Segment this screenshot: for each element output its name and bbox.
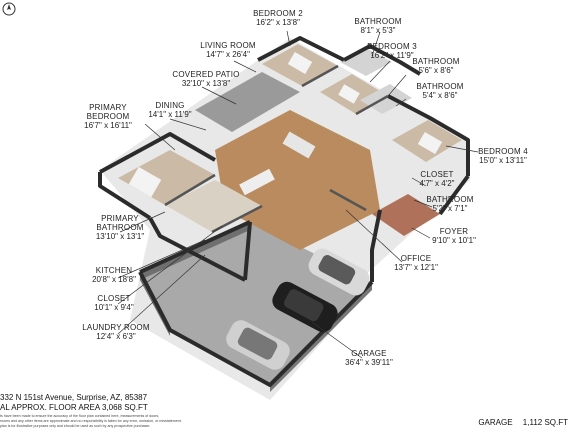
label-office: OFFICE 13'7" x 12'1" (386, 254, 446, 272)
room-name: BEDROOM 3 (367, 42, 417, 51)
room-name: BATHROOM (354, 17, 402, 26)
room-name: OFFICE (400, 254, 432, 263)
covered-patio-floor (195, 72, 300, 132)
room-dims: 4'7" x 4'2" (419, 179, 455, 189)
foyer-floor (372, 194, 440, 236)
garage-area-label: GARAGE (478, 418, 513, 427)
label-bathroom-2: BATHROOM 5'6" x 8'6" (406, 57, 466, 75)
total-area: AL APPROX. FLOOR AREA 3,068 SQ.FT (0, 403, 148, 412)
room-dims: 32'10" x 13'8" (181, 79, 231, 89)
room-name: BEDROOM 2 (253, 9, 303, 18)
room-name: GARAGE (351, 349, 387, 358)
walls (98, 36, 470, 387)
car-white-suv (308, 248, 370, 296)
room-dims: 10'1" x 9'4" (94, 303, 134, 313)
room-dims: 5'2" x 7'1" (432, 204, 468, 214)
room-dims: 16'2" x 11'9" (370, 51, 414, 61)
room-name: FOYER (439, 227, 469, 236)
label-bedroom-3: BEDROOM 3 16'2" x 11'9" (356, 42, 428, 60)
room-name: BEDROOM 4 (478, 147, 528, 156)
label-kitchen: KITCHEN 20'8" x 18'8" (84, 266, 144, 284)
label-bedroom-4: BEDROOM 4 15'0" x 13'11" (472, 147, 534, 165)
room-dims: 8'1" x 5'3" (360, 26, 396, 36)
label-bedroom-2: BEDROOM 2 16'2" x 13'8" (238, 9, 318, 27)
room-name: PRIMARY BATHROOM (96, 214, 144, 233)
room-dims: 5'4" x 8'6" (422, 91, 458, 101)
room-name: DINING (155, 101, 185, 110)
label-closet-2: CLOSET 10'1" x 9'4" (84, 294, 144, 312)
room-name: BATHROOM (412, 57, 460, 66)
bathroom-floor-2 (360, 84, 412, 114)
room-dims: 36'4" x 39'11" (345, 358, 393, 368)
room-dims: 5'6" x 8'6" (418, 66, 454, 76)
bed-4 (417, 131, 443, 155)
room-name: PRIMARY BEDROOM (86, 103, 130, 122)
disclaimer-line-3: plan is for illustrative purposes only a… (0, 424, 151, 428)
room-dims: 15'0" x 13'11" (479, 156, 527, 166)
label-bathroom-3: BATHROOM 5'4" x 8'6" (410, 82, 470, 100)
room-name: LAUNDRY ROOM (82, 323, 150, 332)
primary-bathroom-floor (165, 180, 262, 232)
address: 332 N 151st Avenue, Surprise, AZ, 85387 (0, 393, 148, 402)
bed-primary (128, 166, 162, 198)
room-dims: 14'1" x 11'9" (148, 110, 192, 120)
label-laundry-room: LAUNDRY ROOM 12'4" x 6'3" (80, 323, 152, 341)
label-foyer: FOYER 9'10" x 10'1" (424, 227, 484, 245)
garage-area-value: 1,112 SQ.FT (522, 418, 568, 427)
bed-2 (287, 51, 313, 75)
label-dining: DINING 14'1" x 11'9" (138, 101, 202, 119)
label-bathroom-4: BATHROOM 5'2" x 7'1" (420, 195, 480, 213)
label-covered-patio: COVERED PATIO 32'10" x 13'8" (162, 70, 250, 88)
room-name: CLOSET (97, 294, 131, 303)
label-primary-bedroom: PRIMARY BEDROOM 16'7" x 16'11" (76, 103, 140, 131)
kitchen-island (239, 168, 275, 196)
label-bathroom-1: BATHROOM 8'1" x 5'3" (346, 17, 410, 35)
sofa (282, 131, 316, 159)
leader-lines (117, 30, 479, 359)
disclaimer-line-1: ts have been made to ensure the accuracy… (0, 414, 160, 418)
compass-icon (2, 2, 16, 16)
car-silver-suv (226, 320, 290, 370)
room-dims: 12'4" x 6'3" (96, 332, 136, 342)
room-name: COVERED PATIO (172, 70, 240, 79)
label-closet-1: CLOSET 4'7" x 4'2" (408, 170, 466, 188)
label-primary-bathroom: PRIMARY BATHROOM 13'10" x 13'1" (86, 214, 154, 242)
label-living-room: LIVING ROOM 14'7" x 26'4" (188, 41, 268, 59)
label-garage: GARAGE 36'4" x 39'11" (336, 349, 402, 367)
room-name: KITCHEN (95, 266, 133, 275)
room-dims: 14'7" x 26'4" (206, 50, 250, 60)
room-name: BATHROOM (416, 82, 464, 91)
room-name: LIVING ROOM (200, 41, 256, 50)
room-dims: 13'10" x 13'1" (95, 232, 145, 242)
room-name: BATHROOM (426, 195, 474, 204)
room-dims: 16'7" x 16'11" (84, 121, 132, 131)
car-black-suv (272, 281, 338, 333)
bed-3 (338, 84, 360, 104)
room-dims: 20'8" x 18'8" (92, 275, 136, 285)
room-name: CLOSET (420, 170, 454, 179)
garage-area-summary: GARAGE 1,112 SQ.FT (470, 418, 568, 427)
room-dims: 16'2" x 13'8" (256, 18, 300, 28)
room-dims: 9'10" x 10'1" (432, 236, 476, 246)
room-dims: 13'7" x 12'1" (394, 263, 438, 273)
disclaimer-line-2: rooms and any other items are approximat… (0, 419, 182, 423)
